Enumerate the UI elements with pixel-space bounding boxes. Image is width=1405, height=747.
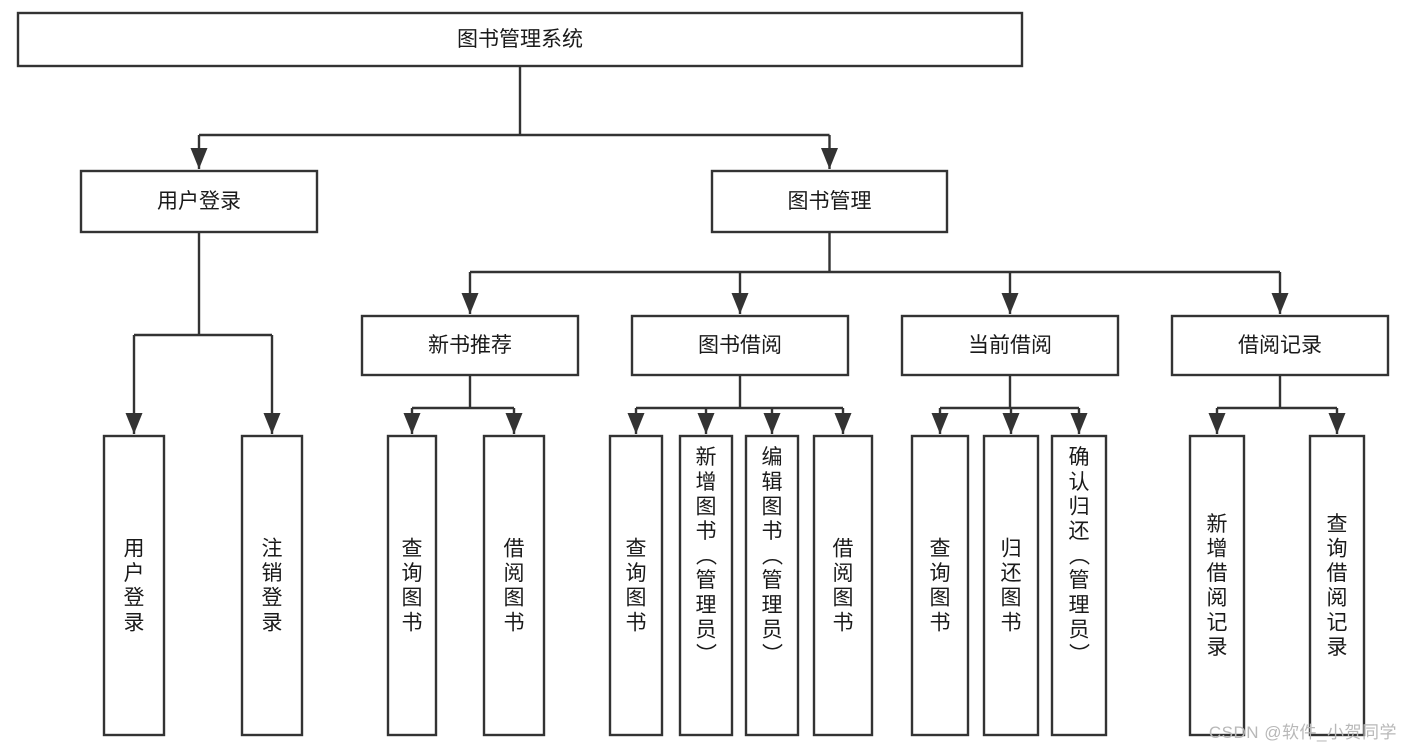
arrow-head-icon bbox=[403, 413, 421, 434]
node-book-manage-label: 图书管理 bbox=[788, 190, 872, 213]
node-leaf-logout[interactable]: 注销登录 bbox=[240, 434, 304, 737]
node-current-borrow-box[interactable] bbox=[900, 314, 1120, 377]
arrow-head-icon bbox=[461, 293, 479, 314]
node-root-label: 图书管理系统 bbox=[457, 28, 583, 51]
node-leaf-add-borrow-record[interactable]: 新增借阅记录 bbox=[1188, 434, 1246, 737]
arrow-head-icon bbox=[697, 413, 715, 434]
node-book-manage-box[interactable] bbox=[710, 169, 949, 234]
node-borrow-record[interactable]: 借阅记录 bbox=[1170, 314, 1390, 377]
node-leaf-query-book-recommend-label: 查询图书 bbox=[402, 537, 423, 634]
node-leaf-return-book-label: 归还图书 bbox=[1001, 537, 1022, 634]
arrow-head-icon bbox=[1271, 293, 1289, 314]
node-new-book-recommend-box[interactable] bbox=[360, 314, 580, 377]
node-current-borrow[interactable]: 当前借阅 bbox=[900, 314, 1120, 377]
node-leaf-query-book-current-label: 查询图书 bbox=[930, 537, 951, 634]
node-leaf-query-book-borrow-box[interactable] bbox=[608, 434, 664, 737]
node-leaf-add-book-admin[interactable]: 新增图书（管理员） bbox=[678, 434, 734, 737]
arrow-head-icon bbox=[731, 293, 749, 314]
node-leaf-user-login[interactable]: 用户登录 bbox=[102, 434, 166, 737]
node-leaf-edit-book-admin-box[interactable] bbox=[744, 434, 800, 737]
node-book-borrow-label: 图书借阅 bbox=[698, 334, 782, 357]
arrow-head-icon bbox=[1208, 413, 1226, 434]
node-layer: 图书管理系统用户登录图书管理新书推荐图书借阅当前借阅借阅记录用户登录注销登录查询… bbox=[16, 11, 1390, 737]
arrow-head-icon bbox=[1002, 413, 1020, 434]
arrow-head-icon bbox=[627, 413, 645, 434]
node-leaf-borrow-book[interactable]: 借阅图书 bbox=[812, 434, 874, 737]
node-leaf-edit-book-admin[interactable]: 编辑图书（管理员） bbox=[744, 434, 800, 737]
arrow-head-icon bbox=[190, 148, 208, 169]
node-leaf-logout-box[interactable] bbox=[240, 434, 304, 737]
node-root-box[interactable] bbox=[16, 11, 1024, 68]
node-leaf-query-book-borrow[interactable]: 查询图书 bbox=[608, 434, 664, 737]
node-user-login[interactable]: 用户登录 bbox=[79, 169, 319, 234]
node-leaf-query-book-borrow-label: 查询图书 bbox=[626, 537, 647, 634]
node-leaf-borrow-book-box[interactable] bbox=[812, 434, 874, 737]
node-leaf-user-login-label: 用户登录 bbox=[124, 537, 145, 634]
arrow-head-icon bbox=[821, 148, 838, 169]
arrow-head-icon bbox=[125, 413, 143, 434]
node-borrow-record-box[interactable] bbox=[1170, 314, 1390, 377]
node-new-book-recommend-label: 新书推荐 bbox=[428, 334, 512, 357]
node-leaf-add-borrow-record-box[interactable] bbox=[1188, 434, 1246, 737]
node-leaf-return-book[interactable]: 归还图书 bbox=[982, 434, 1040, 737]
node-leaf-borrow-book-recommend-label: 借阅图书 bbox=[504, 537, 525, 634]
node-leaf-query-book-current[interactable]: 查询图书 bbox=[910, 434, 970, 737]
arrow-head-icon bbox=[834, 413, 852, 434]
node-leaf-confirm-return-admin[interactable]: 确认归还（管理员） bbox=[1050, 434, 1108, 737]
node-leaf-borrow-book-label: 借阅图书 bbox=[833, 537, 854, 634]
connector-layer bbox=[125, 66, 1346, 434]
node-leaf-query-borrow-record-label: 查询借阅记录 bbox=[1327, 513, 1348, 659]
node-book-borrow-box[interactable] bbox=[630, 314, 850, 377]
node-leaf-query-borrow-record[interactable]: 查询借阅记录 bbox=[1308, 434, 1366, 737]
node-leaf-borrow-book-recommend-box[interactable] bbox=[482, 434, 546, 737]
arrow-head-icon bbox=[1328, 413, 1346, 434]
node-leaf-borrow-book-recommend[interactable]: 借阅图书 bbox=[482, 434, 546, 737]
node-leaf-edit-book-admin-label: 编辑图书（管理员） bbox=[762, 446, 784, 666]
node-book-borrow[interactable]: 图书借阅 bbox=[630, 314, 850, 377]
node-leaf-add-book-admin-label: 新增图书（管理员） bbox=[696, 446, 718, 666]
node-leaf-confirm-return-admin-box[interactable] bbox=[1050, 434, 1108, 737]
node-leaf-user-login-box[interactable] bbox=[102, 434, 166, 737]
node-leaf-confirm-return-admin-label: 确认归还（管理员） bbox=[1069, 446, 1091, 666]
node-root[interactable]: 图书管理系统 bbox=[16, 11, 1024, 68]
node-new-book-recommend[interactable]: 新书推荐 bbox=[360, 314, 580, 377]
node-leaf-return-book-box[interactable] bbox=[982, 434, 1040, 737]
node-leaf-add-book-admin-box[interactable] bbox=[678, 434, 734, 737]
node-borrow-record-label: 借阅记录 bbox=[1238, 334, 1322, 357]
node-leaf-query-book-recommend[interactable]: 查询图书 bbox=[386, 434, 438, 737]
arrow-head-icon bbox=[1070, 413, 1088, 434]
node-leaf-add-borrow-record-label: 新增借阅记录 bbox=[1207, 513, 1228, 659]
node-user-login-box[interactable] bbox=[79, 169, 319, 234]
node-leaf-query-book-current-box[interactable] bbox=[910, 434, 970, 737]
node-user-login-label: 用户登录 bbox=[157, 190, 241, 213]
node-leaf-query-borrow-record-box[interactable] bbox=[1308, 434, 1366, 737]
node-leaf-logout-label: 注销登录 bbox=[262, 537, 283, 634]
arrow-head-icon bbox=[1001, 293, 1019, 314]
node-leaf-query-book-recommend-box[interactable] bbox=[386, 434, 438, 737]
node-book-manage[interactable]: 图书管理 bbox=[710, 169, 949, 234]
arrow-head-icon bbox=[763, 413, 781, 434]
arrow-head-icon bbox=[931, 413, 949, 434]
arrow-head-icon bbox=[263, 413, 281, 434]
arrow-head-icon bbox=[505, 413, 523, 434]
node-current-borrow-label: 当前借阅 bbox=[968, 334, 1052, 357]
